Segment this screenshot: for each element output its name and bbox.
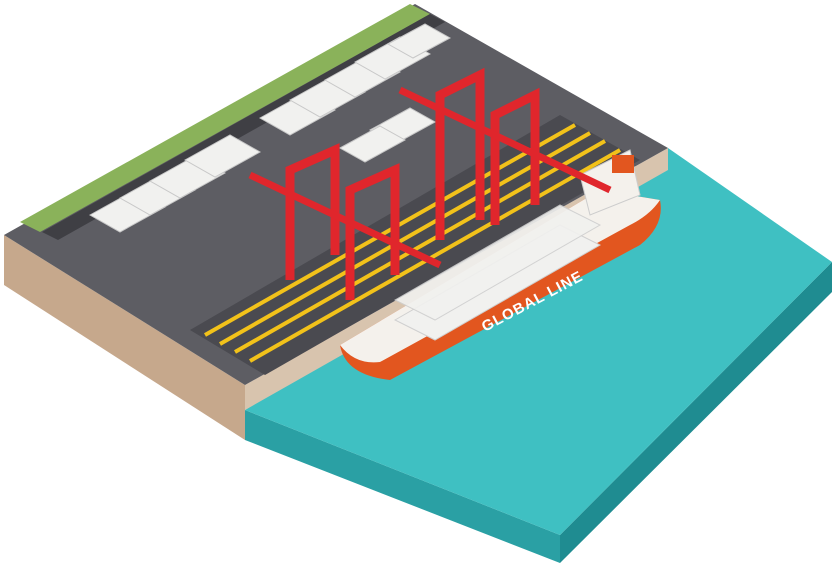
grass-strip: [20, 4, 430, 232]
quay-stripes: [190, 115, 640, 375]
gantry-cranes: [248, 67, 612, 300]
container-stacks: [88, 23, 452, 233]
water-block: [245, 148, 832, 563]
